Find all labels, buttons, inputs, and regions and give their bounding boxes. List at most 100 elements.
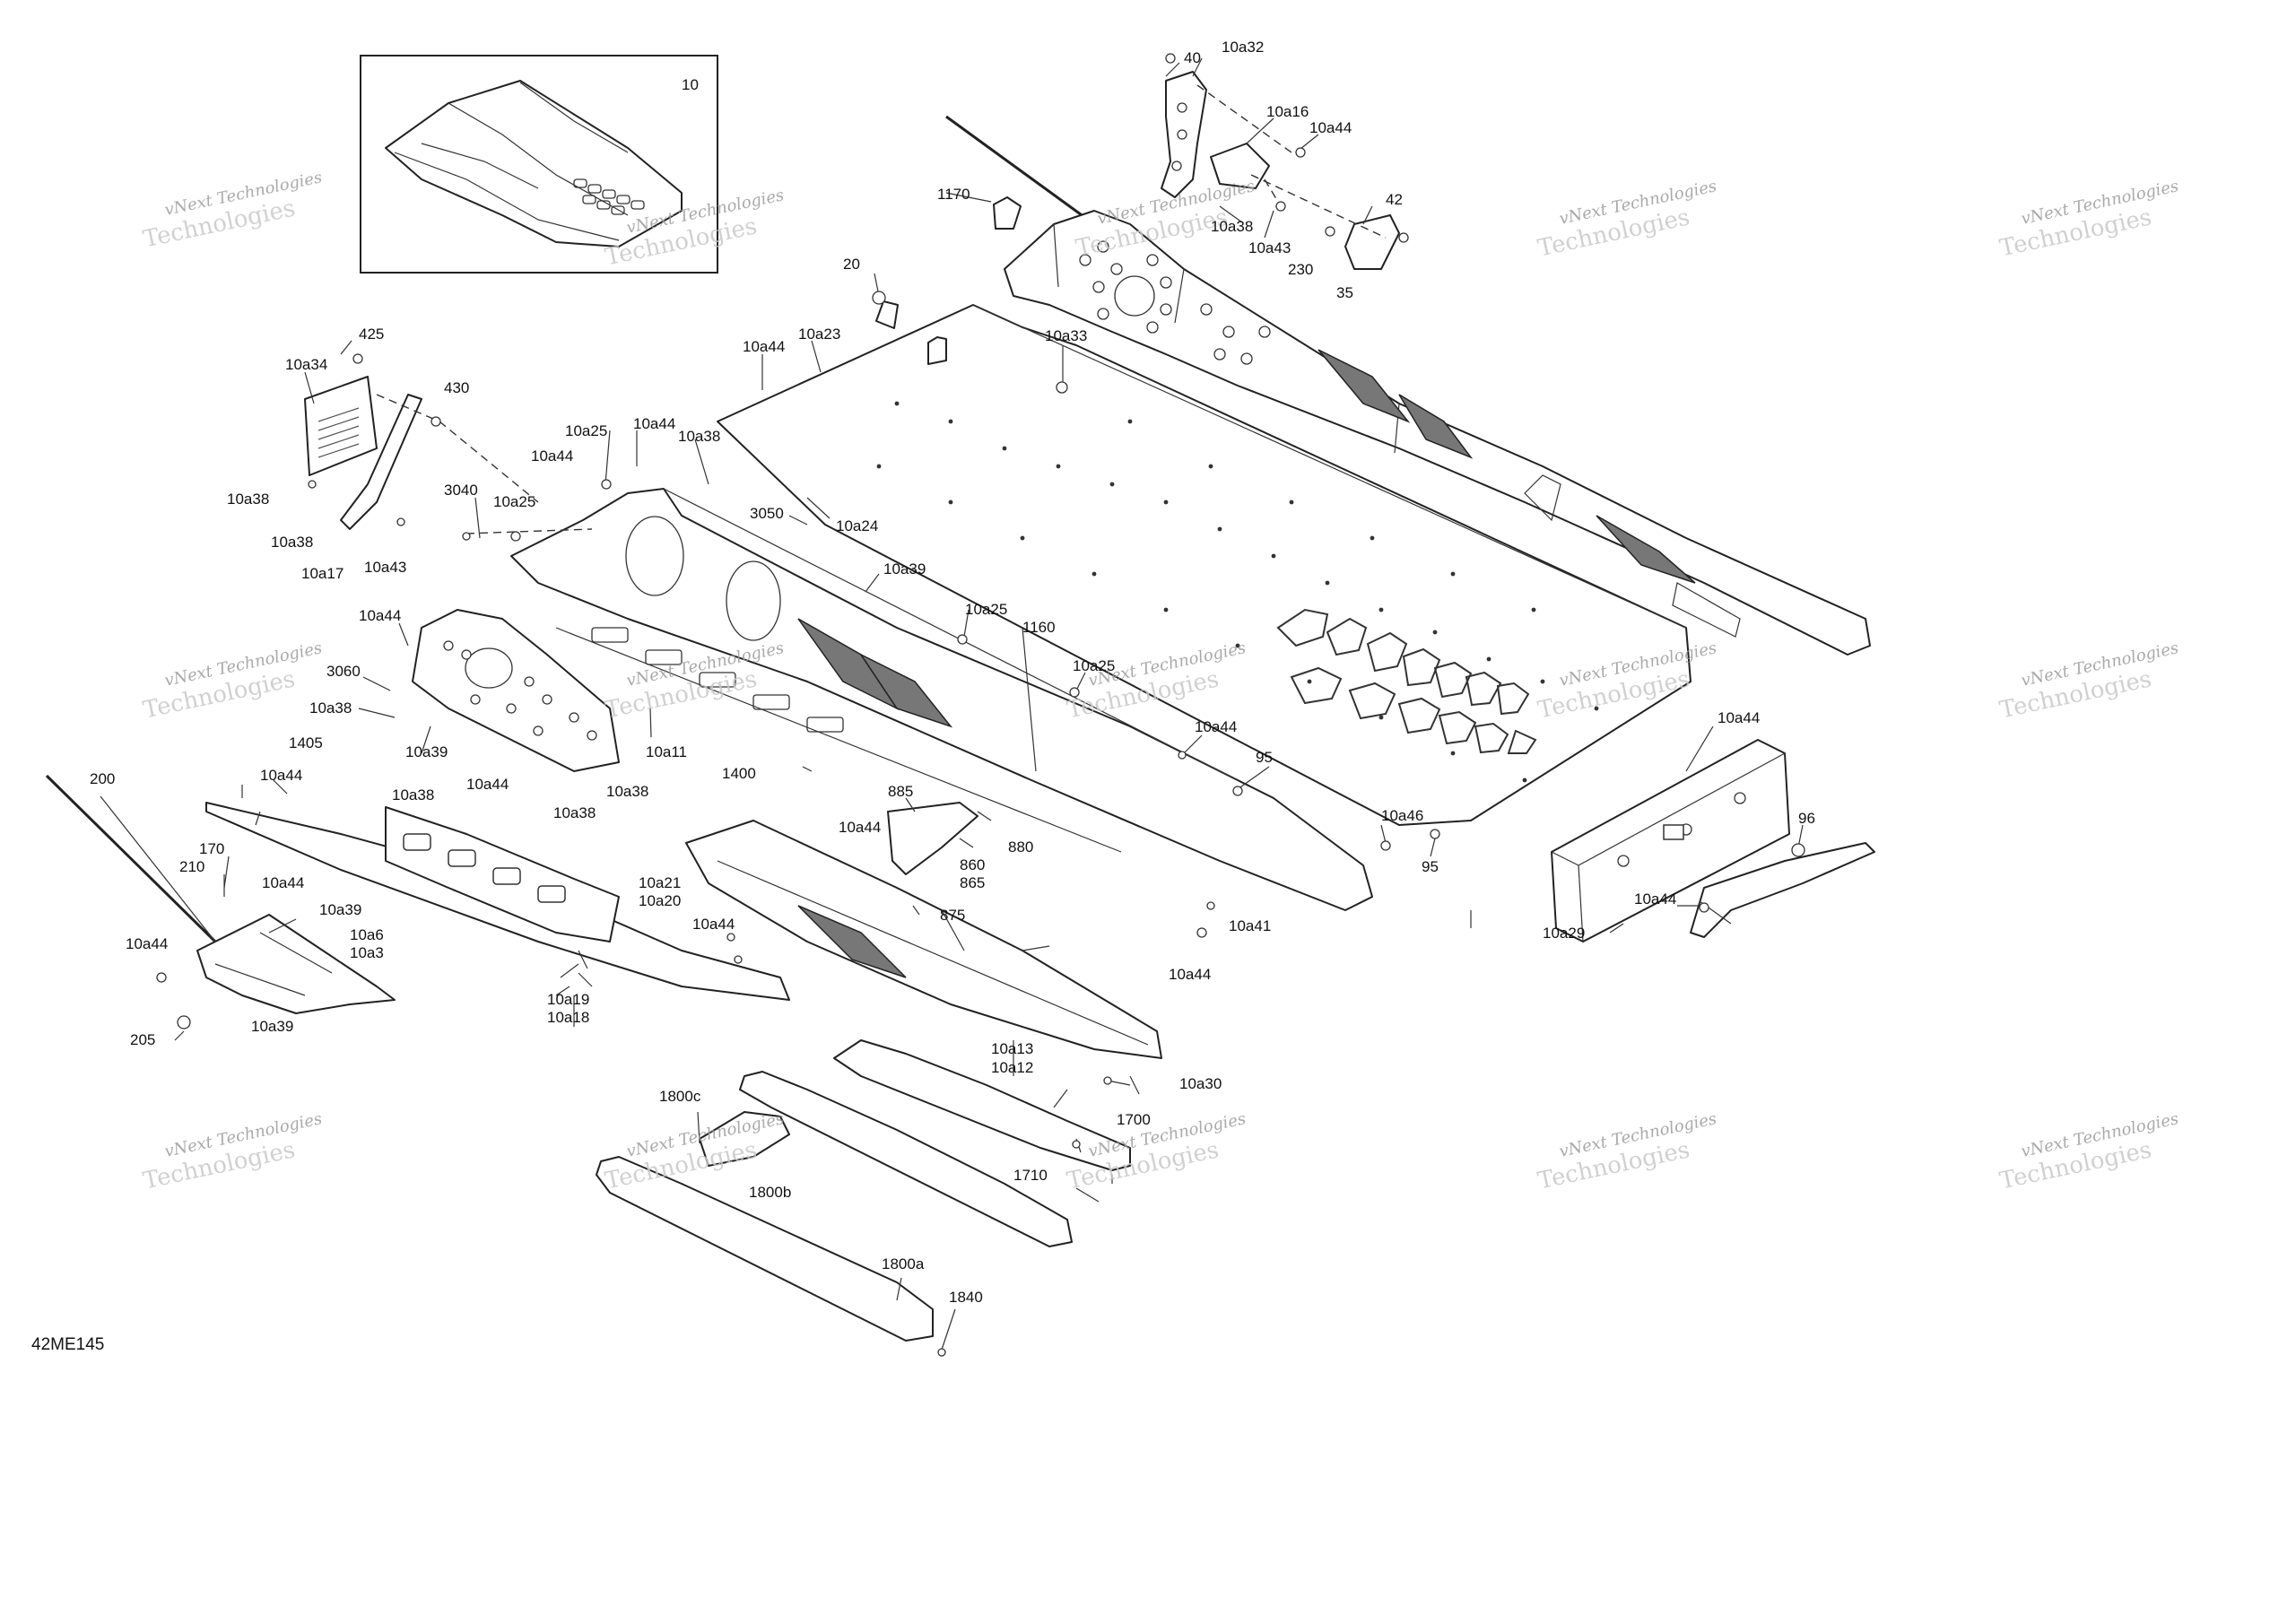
callout-3060: 3060	[326, 663, 361, 680]
callout-10a25: 10a25	[493, 493, 535, 510]
callout-10a39: 10a39	[405, 743, 448, 760]
callout-10a11: 10a11	[646, 743, 687, 760]
tunnel-top-plate	[717, 300, 1692, 826]
callout-10a44: 10a44	[1309, 119, 1352, 136]
callout-leaders	[100, 57, 1804, 1351]
callout-10a44: 10a44	[531, 447, 573, 465]
callout-10a44: 10a44	[466, 776, 509, 793]
callout-10a32: 10a32	[1222, 39, 1264, 56]
callout-10a44: 10a44	[633, 415, 675, 432]
callout-10a44: 10a44	[126, 935, 168, 952]
callout-95: 95	[1256, 749, 1273, 766]
callout-10: 10	[682, 76, 699, 93]
right-side-rail	[945, 115, 1871, 656]
callout-10a19: 10a19	[547, 991, 589, 1008]
callout-10a20: 10a20	[639, 892, 681, 909]
callout-10a33: 10a33	[1045, 327, 1087, 344]
callout-210: 210	[179, 858, 204, 875]
callout-10a44: 10a44	[1195, 718, 1237, 735]
callout-10a25: 10a25	[1073, 657, 1115, 674]
callout-10a44: 10a44	[1169, 966, 1211, 983]
callout-10a39: 10a39	[251, 1018, 293, 1035]
callout-10a3: 10a3	[350, 944, 384, 961]
callout-10a46: 10a46	[1381, 807, 1423, 824]
callout-10a25: 10a25	[565, 422, 607, 439]
callout-10a23: 10a23	[798, 326, 840, 343]
callout-10a44: 10a44	[359, 607, 401, 624]
callout-10a34: 10a34	[285, 356, 327, 373]
fasteners	[156, 53, 1805, 1357]
callout-95: 95	[1422, 858, 1439, 875]
callout-3040: 3040	[444, 482, 478, 499]
callout-10a12: 10a12	[991, 1059, 1033, 1076]
callout-10a38: 10a38	[553, 804, 596, 821]
callout-labels: 10 10a32 40 10a16 10a44 1170 10a38 10a43…	[90, 39, 1815, 1306]
callout-10a30: 10a30	[1179, 1075, 1222, 1092]
callout-10a38: 10a38	[678, 428, 720, 445]
callout-10a25: 10a25	[965, 601, 1007, 618]
inset-assembly-view	[360, 55, 718, 274]
callout-1400: 1400	[722, 765, 756, 782]
callout-885: 885	[888, 783, 913, 800]
callout-1800c: 1800c	[659, 1088, 701, 1105]
rear-cross-member	[1551, 739, 1875, 942]
callout-10a16: 10a16	[1266, 103, 1309, 120]
callout-860: 860	[960, 856, 985, 873]
diagram-code: 42ME145	[31, 1335, 104, 1354]
callout-10a41: 10a41	[1229, 917, 1271, 934]
callout-170: 170	[199, 840, 224, 857]
callout-10a44: 10a44	[1634, 890, 1676, 908]
callout-10a38: 10a38	[606, 783, 648, 800]
center-lower-rail	[685, 802, 1162, 1059]
callout-10a18: 10a18	[547, 1009, 589, 1026]
callout-205: 205	[130, 1031, 155, 1048]
callout-1840: 1840	[949, 1289, 983, 1306]
left-bracket-plate	[412, 609, 620, 772]
callout-10a43: 10a43	[364, 559, 406, 576]
callout-430: 430	[444, 379, 469, 396]
rear-vent-and-strap	[304, 376, 593, 534]
callout-10a44: 10a44	[260, 767, 302, 784]
callout-42: 42	[1386, 191, 1403, 208]
callout-10a29: 10a29	[1543, 925, 1585, 942]
slide-rails	[596, 1039, 1131, 1342]
callout-10a38: 10a38	[1211, 218, 1253, 235]
callout-10a44: 10a44	[839, 819, 881, 836]
callout-1170: 1170	[937, 186, 970, 203]
callout-1800a: 1800a	[882, 1255, 925, 1273]
callout-1160: 1160	[1022, 619, 1056, 636]
callout-1710: 1710	[1013, 1167, 1048, 1184]
upper-brackets	[993, 71, 1400, 270]
callout-1800b: 1800b	[749, 1184, 791, 1201]
callout-200: 200	[90, 770, 115, 787]
callout-10a24: 10a24	[836, 517, 878, 534]
callout-10a38: 10a38	[309, 699, 352, 717]
callout-230: 230	[1288, 261, 1313, 278]
callout-10a38: 10a38	[227, 491, 269, 508]
callout-865: 865	[960, 874, 985, 891]
callout-10a44: 10a44	[692, 916, 735, 933]
callout-10a44: 10a44	[743, 338, 785, 355]
callout-1700: 1700	[1117, 1111, 1151, 1128]
callout-10a13: 10a13	[991, 1040, 1033, 1057]
callout-10a39: 10a39	[883, 560, 926, 578]
callout-10a43: 10a43	[1248, 239, 1291, 256]
callout-10a44: 10a44	[1718, 709, 1760, 726]
callout-10a17: 10a17	[301, 565, 344, 582]
callout-1405: 1405	[289, 734, 323, 751]
callout-10a6: 10a6	[350, 926, 384, 943]
callout-10a38: 10a38	[392, 786, 434, 804]
callout-40: 40	[1184, 49, 1201, 66]
front-suspension-parts	[45, 774, 790, 1014]
callout-35: 35	[1336, 284, 1353, 301]
callout-425: 425	[359, 326, 384, 343]
callout-10a38: 10a38	[271, 534, 313, 551]
callout-880: 880	[1008, 838, 1033, 856]
callout-10a39: 10a39	[319, 901, 361, 918]
callout-3050: 3050	[750, 505, 784, 522]
callout-875: 875	[940, 907, 965, 924]
callout-10a44: 10a44	[262, 874, 304, 891]
callout-10a21: 10a21	[639, 874, 681, 891]
callout-96: 96	[1798, 810, 1815, 827]
